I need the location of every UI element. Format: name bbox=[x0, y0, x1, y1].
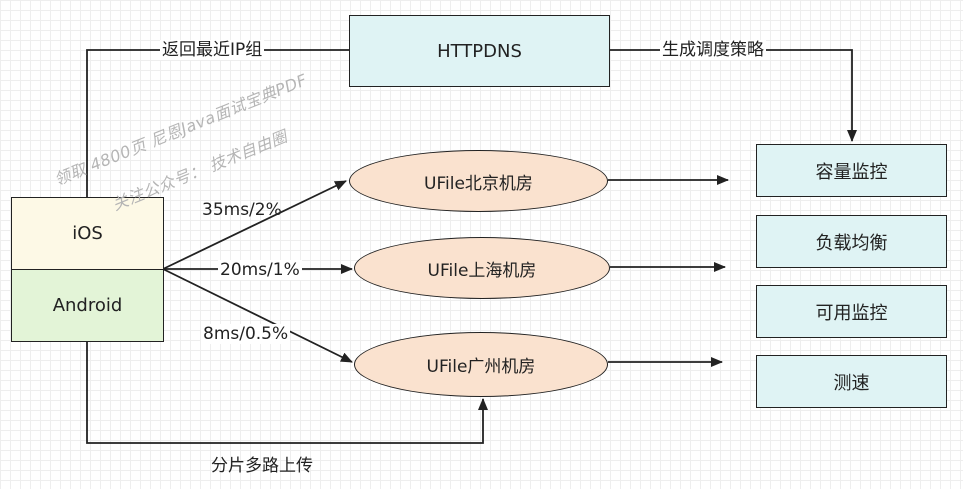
label-generate-strategy: 生成调度策略 bbox=[660, 40, 766, 60]
httpdns-label: HTTPDNS bbox=[437, 40, 522, 62]
availability-monitor-label: 可用监控 bbox=[815, 302, 888, 324]
android-label: Android bbox=[52, 295, 123, 316]
load-balance-label: 负载均衡 bbox=[815, 232, 888, 254]
capacity-monitor-label: 容量监控 bbox=[815, 161, 888, 183]
capacity-monitor-box: 容量监控 bbox=[756, 144, 947, 197]
ufile-beijing-node: UFile北京机房 bbox=[349, 150, 608, 212]
ufile-shanghai-node: UFile上海机房 bbox=[354, 237, 610, 299]
availability-monitor-box: 可用监控 bbox=[756, 285, 947, 338]
edge-client-to-guangzhou bbox=[162, 268, 353, 363]
edge-client-to-beijing bbox=[162, 180, 347, 270]
label-guangzhou-latency: 8ms/0.5% bbox=[201, 324, 291, 344]
label-shanghai-latency: 20ms/1% bbox=[218, 260, 302, 280]
ufile-shanghai-label: UFile上海机房 bbox=[427, 260, 537, 281]
label-return-ip-group: 返回最近IP组 bbox=[160, 40, 265, 60]
label-multipart-upload: 分片多路上传 bbox=[211, 456, 313, 476]
httpdns-box: HTTPDNS bbox=[349, 15, 610, 87]
label-beijing-latency: 35ms/2% bbox=[202, 200, 282, 220]
ufile-guangzhou-label: UFile广州机房 bbox=[426, 357, 536, 377]
ios-label: iOS bbox=[72, 223, 103, 244]
ufile-beijing-label: UFile北京机房 bbox=[424, 173, 533, 194]
ufile-guangzhou-node: UFile广州机房 bbox=[354, 332, 608, 397]
edge-multipart-upload bbox=[86, 342, 488, 444]
android-box: Android bbox=[11, 269, 164, 342]
edge-httpdns-to-monitor bbox=[610, 49, 857, 142]
ios-box: iOS bbox=[11, 197, 164, 270]
speed-test-label: 测速 bbox=[833, 372, 870, 394]
speed-test-box: 测速 bbox=[756, 355, 947, 408]
load-balance-box: 负载均衡 bbox=[756, 215, 947, 268]
